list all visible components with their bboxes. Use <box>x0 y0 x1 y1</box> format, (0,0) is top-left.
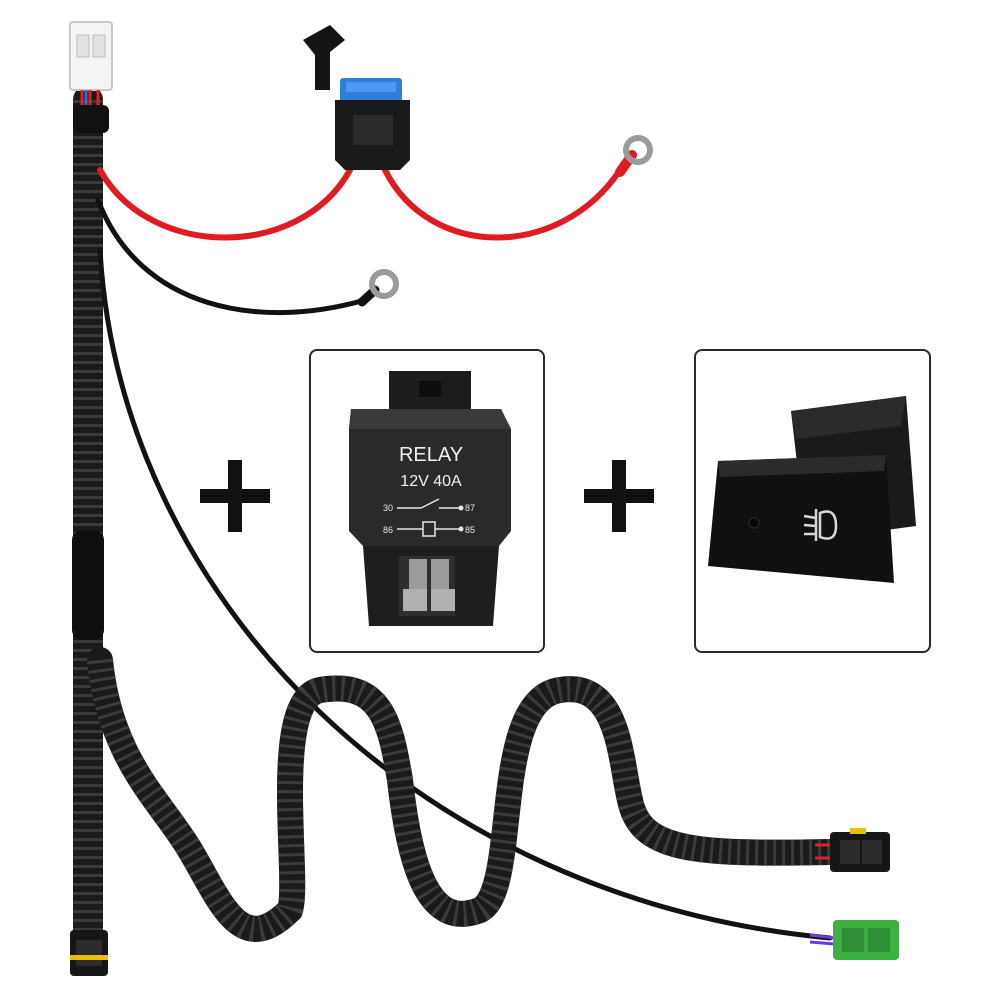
relay-pin-87: 87 <box>465 503 475 513</box>
serpentine-loom <box>87 647 843 942</box>
ring-terminal-red <box>623 135 653 165</box>
relay-panel: RELAY 12V 40A 30 87 86 85 <box>309 349 545 653</box>
fog-light-switch-panel <box>694 349 931 653</box>
switch-image <box>708 396 916 583</box>
relay-image: RELAY 12V 40A 30 87 86 85 <box>349 371 511 626</box>
black-connector-right <box>815 828 890 872</box>
plus-sign-left <box>200 460 270 532</box>
relay-pin-85: 85 <box>465 525 475 535</box>
relay-pin-86: 86 <box>383 525 393 535</box>
main-harness-loom <box>72 85 104 950</box>
fog-light-icon <box>803 509 838 541</box>
relay-brand-text: RELAY <box>399 444 463 466</box>
green-connector <box>809 920 899 960</box>
plus-sign-right <box>584 460 654 532</box>
white-connector <box>69 21 113 133</box>
black-ground-wire <box>95 197 380 316</box>
black-connector-bottom <box>70 930 108 976</box>
fuse-holder <box>303 25 410 170</box>
ring-terminal-black <box>369 269 399 299</box>
signal-wire <box>97 247 833 941</box>
relay-pin-30: 30 <box>383 503 393 513</box>
relay-rating-text: 12V 40A <box>400 473 462 490</box>
